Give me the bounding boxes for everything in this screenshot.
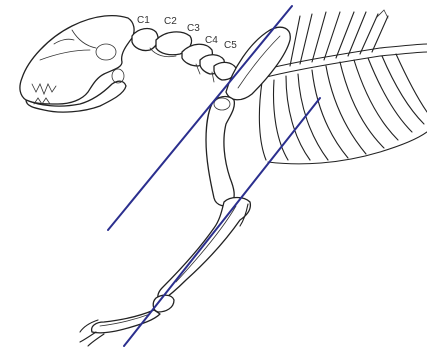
label-c2: C2 [164, 16, 177, 27]
label-c4: C4 [205, 35, 218, 46]
rib-cage [259, 54, 427, 164]
scapula [226, 27, 290, 100]
humerus [206, 97, 234, 206]
cervical-vertebrae [132, 29, 236, 82]
label-c5: C5 [224, 40, 237, 51]
label-c3: C3 [187, 23, 200, 34]
label-c1: C1 [137, 15, 150, 26]
vertebra-c1 [132, 29, 158, 51]
forepaw [80, 295, 174, 346]
